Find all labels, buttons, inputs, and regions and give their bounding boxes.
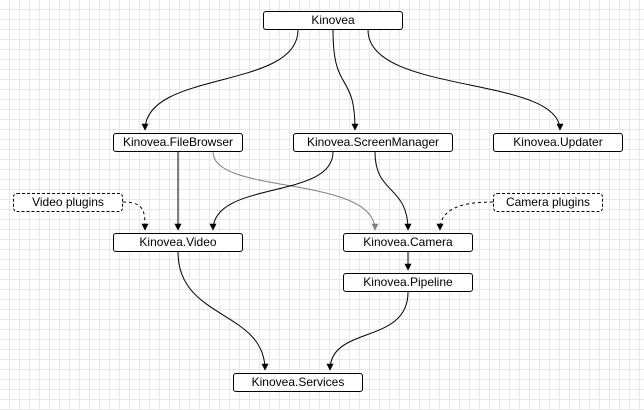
edges-layer xyxy=(122,29,564,371)
edge-screenmanager-to-video[interactable] xyxy=(209,151,334,231)
node-label: Kinovea.Pipeline xyxy=(363,275,453,289)
node-kinovea-services[interactable]: Kinovea.Services xyxy=(233,373,363,392)
node-label: Kinovea.Camera xyxy=(363,235,453,249)
node-kinovea-screenmanager[interactable]: Kinovea.ScreenManager xyxy=(293,133,453,152)
node-label: Video plugins xyxy=(32,195,104,209)
node-label: Kinovea.Video xyxy=(139,235,217,249)
edge-video-to-services[interactable] xyxy=(177,251,269,371)
node-label: Kinovea.Services xyxy=(251,375,345,389)
edge-filebrowser-to-camera[interactable] xyxy=(212,151,379,231)
edge-kinovea-to-updater[interactable] xyxy=(367,29,564,131)
node-kinovea[interactable]: Kinovea xyxy=(263,11,403,30)
node-kinovea-updater[interactable]: Kinovea.Updater xyxy=(493,133,623,152)
node-kinovea-video[interactable]: Kinovea.Video xyxy=(113,233,243,252)
edge-kinovea-to-filebrowser[interactable] xyxy=(141,29,299,131)
node-kinovea-camera[interactable]: Kinovea.Camera xyxy=(343,233,473,252)
edge-kinovea-to-screenmanager[interactable] xyxy=(332,29,359,131)
node-video-plugins[interactable]: Video plugins xyxy=(13,193,123,212)
edge-screenmanager-to-camera[interactable] xyxy=(374,151,412,231)
node-label: Kinovea.Updater xyxy=(513,135,603,149)
node-label: Camera plugins xyxy=(505,195,591,209)
node-camera-plugins[interactable]: Camera plugins xyxy=(493,193,603,212)
edge-pipeline-to-services[interactable] xyxy=(326,291,409,371)
node-kinovea-pipeline[interactable]: Kinovea.Pipeline xyxy=(343,273,473,292)
node-label: Kinovea.ScreenManager xyxy=(306,135,440,149)
node-label: Kinovea xyxy=(311,13,355,27)
node-label: Kinovea.FileBrowser xyxy=(122,135,234,149)
edge-video-plugins-to-video[interactable] xyxy=(122,201,149,231)
node-kinovea-filebrowser[interactable]: Kinovea.FileBrowser xyxy=(113,133,243,152)
edge-camera-plugins-to-camera[interactable] xyxy=(436,201,494,231)
